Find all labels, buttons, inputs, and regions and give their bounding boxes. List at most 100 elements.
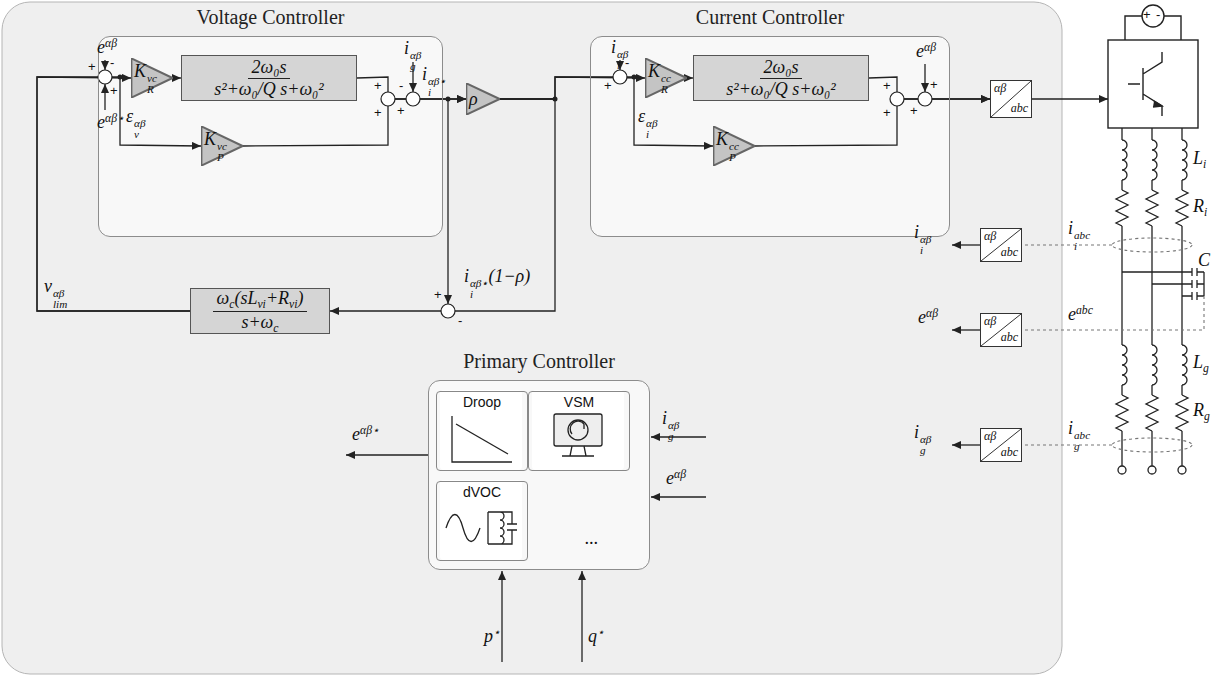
signal-label: igαβ [404, 38, 421, 72]
sum-junctions [98, 70, 932, 318]
inductor-symbol [1122, 345, 1127, 385]
sign-label: - [458, 314, 462, 328]
signal-label: eαβ [916, 41, 936, 62]
text-run: i [1068, 418, 1073, 438]
drawing-part [991, 81, 1031, 117]
superscript: αβ [674, 468, 686, 481]
subscript: g [1204, 410, 1210, 423]
subscript: c [229, 297, 234, 310]
text-run: i [1068, 218, 1073, 238]
index-stack: gabc [1074, 430, 1090, 452]
terminal [1178, 466, 1186, 474]
method-label: dVOC [437, 482, 527, 500]
text-run: e [97, 37, 105, 57]
index-stack: limαβ [53, 288, 67, 310]
drawing-part [346, 454, 428, 455]
subscript: g [920, 445, 931, 456]
controller-group: Primary ControllerDroopVSMdVOC [428, 380, 650, 570]
superscript: ⋆ [597, 626, 604, 639]
drawing-part [466, 83, 499, 114]
drawing-part [131, 58, 172, 97]
group-fill [428, 380, 650, 570]
signal-label: igαβ [914, 422, 931, 456]
frame-label: abc [1011, 102, 1028, 116]
index-stack: Pvc [217, 141, 227, 163]
drawing-part [981, 229, 1021, 261]
drawing-part [554, 414, 602, 446]
superscript: αβ [646, 118, 657, 129]
subscript: R [661, 84, 671, 95]
drawing-part [1112, 438, 1192, 452]
signal-label: ... [585, 528, 599, 549]
symbol-text: KRvc [134, 61, 157, 95]
group-heading: Primary Controller [369, 350, 709, 373]
superscript: αβ⋆ [428, 76, 446, 87]
subscript: g [1203, 362, 1209, 375]
superscript: abc [1074, 430, 1090, 441]
drawing-part [98, 70, 112, 84]
drawing-part [381, 92, 395, 106]
resistor-symbol [1146, 395, 1158, 431]
subscript: P [729, 152, 739, 163]
signal-label: εiαβ [638, 106, 658, 140]
signal-label: eαβ⋆ [352, 424, 379, 445]
inductor-symbol [1182, 345, 1187, 385]
signal-label: igabc [1068, 418, 1090, 452]
terminal [1148, 466, 1156, 474]
measurement-lines [1022, 238, 1204, 452]
phase-wire [1181, 128, 1182, 466]
gain-triangle: KPcc [713, 126, 755, 166]
vsm-icon [554, 414, 602, 456]
inductor-symbol [1182, 140, 1187, 180]
superscript: cc [661, 73, 671, 84]
frame-label: αβ [984, 315, 996, 329]
subscript: g [410, 61, 421, 72]
text-run: s+ω [241, 312, 273, 332]
capacitor-star [1203, 272, 1204, 296]
index-stack: Rvc [147, 73, 157, 95]
sign-label: + [910, 104, 918, 118]
method-box: VSM [528, 391, 630, 471]
signal-label: iiαβ [914, 222, 931, 256]
signal-label: iiαβ⋆ [422, 64, 446, 98]
signal-label: eαβ⋆ [97, 112, 124, 133]
drawing-part [1153, 101, 1162, 107]
transform-box: αβabc [980, 313, 1022, 347]
controller-group: Current ControllerKRcc2ω₀ss²+ω₀/Q s+ω₀²K… [590, 36, 950, 237]
index-stack: iαβ⋆ [470, 278, 488, 300]
signal-label: iiαβ⋆(1−ρ) [464, 266, 530, 300]
text-run: e [666, 468, 674, 488]
gain-triangle: KRcc [645, 58, 687, 98]
drawing-part [713, 126, 754, 165]
text-run: ε [126, 106, 133, 126]
gain-triangle: KPvc [201, 126, 243, 166]
signal-connector [755, 99, 990, 146]
superscript: αβ [920, 434, 931, 445]
drawing-part [104, 60, 105, 70]
drawing-part [645, 58, 686, 97]
frame-label: αβ [994, 82, 1006, 96]
superscript: αβ [410, 50, 421, 61]
subscript: P [217, 152, 227, 163]
signal-label: eαβ [666, 468, 686, 489]
index-stack: gαβ [668, 420, 679, 442]
drawing-part [981, 314, 1021, 346]
superscript: αβ [53, 288, 67, 299]
drawing-part [890, 92, 904, 106]
signal-label: p⋆ [484, 626, 500, 647]
denominator: s²+ω₀/Q s+ω₀² [210, 79, 328, 100]
method-label: Droop [437, 392, 527, 410]
sign-label: + [88, 60, 96, 74]
gain-triangle: KRvc [131, 58, 173, 98]
group-fill [98, 36, 443, 237]
group-heading: Current Controller [531, 6, 1009, 29]
drawing-part [952, 244, 980, 245]
superscript: vc [147, 73, 157, 84]
superscript: αβ [668, 420, 679, 431]
signal-label: Li [1193, 148, 1206, 171]
symbol-text: KRcc [648, 61, 671, 95]
resistor-symbol [1176, 190, 1188, 226]
drawing-part [447, 99, 448, 304]
text-run: e [1068, 304, 1076, 324]
drawing-part [1022, 245, 1204, 445]
